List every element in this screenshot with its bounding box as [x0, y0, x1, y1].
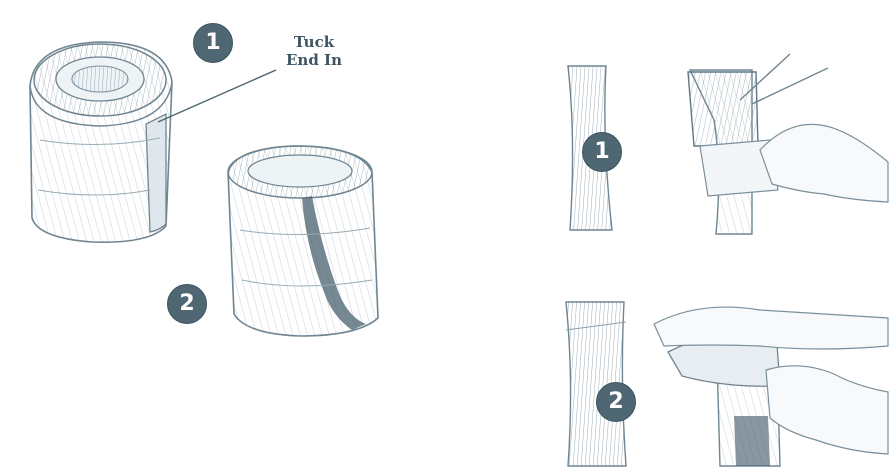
finished-roll-drawing	[228, 146, 378, 336]
callout-line-end-in: End In	[286, 51, 342, 69]
step-2-badge-trunk: 2	[596, 382, 636, 422]
step-1-badge-trunk: 1	[582, 132, 622, 172]
callout-line-tuck: Tuck	[286, 33, 342, 51]
step-2-badge-roll: 2	[167, 284, 207, 324]
wrapping-trunk-drawing-step-1	[688, 54, 888, 234]
tucked-roll-drawing	[30, 42, 172, 242]
wrapping-trunk-drawing-step-2	[654, 307, 888, 466]
step-1-badge-roll: 1	[193, 23, 233, 63]
tuck-end-in-callout: Tuck End In	[286, 33, 342, 69]
callout-leader-line	[158, 70, 276, 122]
